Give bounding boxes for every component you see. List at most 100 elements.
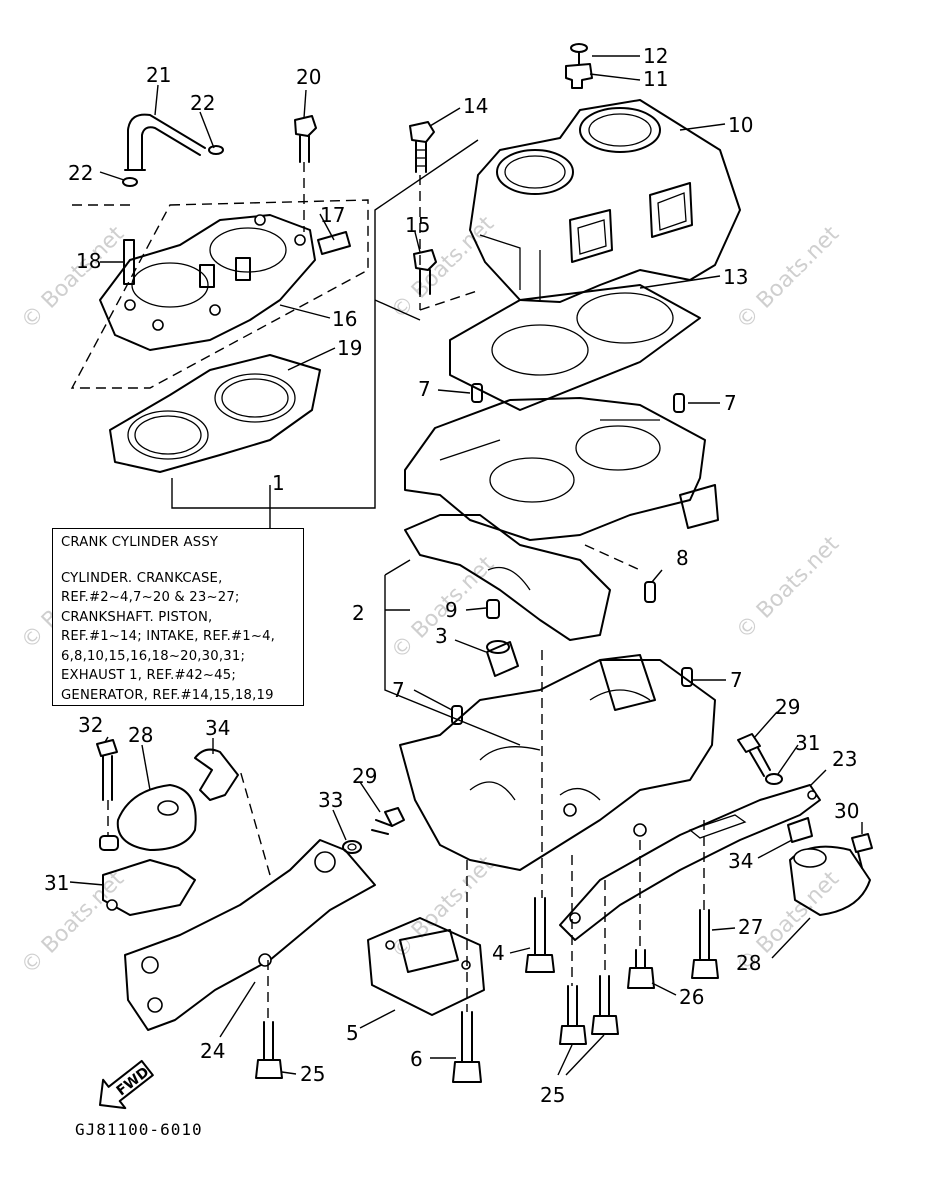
- callout-31: 31: [795, 731, 820, 755]
- callout-28: 28: [128, 723, 153, 747]
- screw-part-12: [570, 43, 588, 65]
- assy-bracket-line: [384, 559, 521, 746]
- lower-crankcase: [399, 654, 716, 871]
- callout-7: 7: [724, 391, 737, 415]
- callout-26: 26: [679, 985, 704, 1009]
- callout-6: 6: [410, 1047, 423, 1071]
- callout-19: 19: [337, 336, 362, 360]
- clip-part-22-lower: [122, 177, 138, 187]
- engine-mount-part-23: [559, 784, 821, 941]
- head-gasket-part-19: [109, 354, 321, 473]
- assembly-line: CRANKSHAFT. PISTON,: [61, 609, 213, 625]
- callout-24: 24: [200, 1039, 225, 1063]
- callout-14: 14: [463, 94, 488, 118]
- callout-3: 3: [435, 624, 448, 648]
- fwd-arrow-icon: FWD: [99, 1059, 154, 1110]
- bolt-part-20: [294, 115, 317, 232]
- assembly-line: REF.#1~14; INTAKE, REF.#1~4,: [61, 629, 276, 644]
- bolt-part-14: [409, 121, 435, 173]
- watermark: © Boats.net: [17, 221, 130, 334]
- bolt-part-6: [452, 1011, 482, 1083]
- watermark: © Boats.net: [387, 851, 500, 964]
- washer-part-31-right: [765, 773, 783, 785]
- callout-7: 7: [418, 377, 431, 401]
- head-cover-part-16: [99, 214, 316, 351]
- callout-28: 28: [736, 951, 761, 975]
- upper-crankcase-part-2: [404, 397, 719, 641]
- callout-20: 20: [296, 65, 321, 89]
- assembly-line: 6,8,10,15,16,18~20,30,31;: [61, 648, 246, 664]
- callout-7: 7: [392, 678, 405, 702]
- watermark: © Boats.net: [387, 211, 500, 324]
- engine-mount-part-24: [124, 839, 376, 1031]
- fwd-label: FWD: [114, 1064, 153, 1099]
- watermark: © Boats.net: [732, 531, 845, 644]
- assy-bracket-line: [171, 390, 376, 509]
- callout-33: 33: [318, 788, 343, 812]
- watermark: © Boats.net: [732, 221, 845, 334]
- gasket-part-13: [449, 284, 701, 411]
- callout-25: 25: [300, 1062, 325, 1086]
- callout-17: 17: [320, 203, 345, 227]
- bolt-part-25-a: [255, 1021, 283, 1079]
- assembly-line: EXHAUST 1, REF.#42~45;: [61, 668, 237, 683]
- callout-labels: 12 11 10 14 15 13 21 22 22 20 17 18 16 1…: [44, 44, 859, 1107]
- upper-crankcase-guide: [584, 544, 641, 571]
- callout-29: 29: [352, 764, 377, 788]
- catalog-code: GJ81100-6010: [75, 1120, 203, 1139]
- head-assy-boundary: [70, 199, 369, 389]
- callout-22: 22: [68, 161, 93, 185]
- cylinder-part-10: [469, 99, 741, 303]
- dowel-part-7-a: [471, 383, 483, 403]
- clip-part-22-upper: [208, 145, 224, 155]
- callout-18: 18: [76, 249, 101, 273]
- assy-bracket-line: [374, 299, 421, 321]
- assembly-line: REF.#2~4,7~20 & 23~27;: [61, 590, 240, 605]
- callout-23: 23: [832, 747, 857, 771]
- callout-34: 34: [205, 716, 230, 740]
- callout-34: 34: [728, 849, 753, 873]
- assembly-reference-box: CRANK CYLINDER ASSY CYLINDER. CRANKCASE,…: [52, 528, 304, 706]
- bolt-part-27: [691, 909, 719, 979]
- bracket-part-11: [565, 63, 593, 89]
- bolt-part-25-c: [591, 975, 619, 1035]
- callout-29: 29: [775, 695, 800, 719]
- rubber-mount-part-28-right: [789, 845, 871, 916]
- plate-part-31-left: [102, 859, 196, 916]
- callout-22: 22: [190, 91, 215, 115]
- callout-10: 10: [728, 113, 753, 137]
- washer-part-33: [342, 840, 362, 854]
- assembly-title: CRANK CYLINDER ASSY: [61, 535, 219, 550]
- leader-lines: [69, 55, 863, 1076]
- callout-5: 5: [346, 1021, 359, 1045]
- bolt-part-25-b: [559, 985, 587, 1045]
- bolt-part-4: [525, 897, 555, 973]
- damper-part-5: [367, 917, 485, 1016]
- bushing-part-3: [486, 640, 519, 677]
- callout-7: 7: [730, 668, 743, 692]
- callout-25: 25: [540, 1083, 565, 1107]
- bolt-part-29-right: [737, 733, 771, 777]
- rubber-mount-part-28-left: [99, 784, 197, 851]
- callout-16: 16: [332, 307, 357, 331]
- callout-9: 9: [445, 598, 458, 622]
- callout-11: 11: [643, 67, 668, 91]
- assembly-line: GENERATOR, REF.#14,15,18,19: [61, 687, 274, 703]
- dowel-part-7-b: [673, 393, 685, 413]
- bolt-part-30: [851, 833, 873, 869]
- callout-12: 12: [643, 44, 668, 68]
- callout-30: 30: [834, 799, 859, 823]
- hose-part-21: [124, 113, 206, 171]
- bolt-part-26: [627, 949, 655, 989]
- assy-bracket-line: [374, 139, 479, 390]
- clip-part-34-right: [787, 817, 813, 843]
- callout-15: 15: [405, 213, 430, 237]
- callout-27: 27: [738, 915, 763, 939]
- dowel-part-9: [486, 599, 500, 619]
- callout-1: 1: [272, 471, 285, 495]
- callout-4: 4: [492, 941, 505, 965]
- assembly-line: CYLINDER. CRANKCASE,: [61, 570, 223, 586]
- callout-32: 32: [78, 713, 103, 737]
- callout-31: 31: [44, 871, 69, 895]
- callout-8: 8: [676, 546, 689, 570]
